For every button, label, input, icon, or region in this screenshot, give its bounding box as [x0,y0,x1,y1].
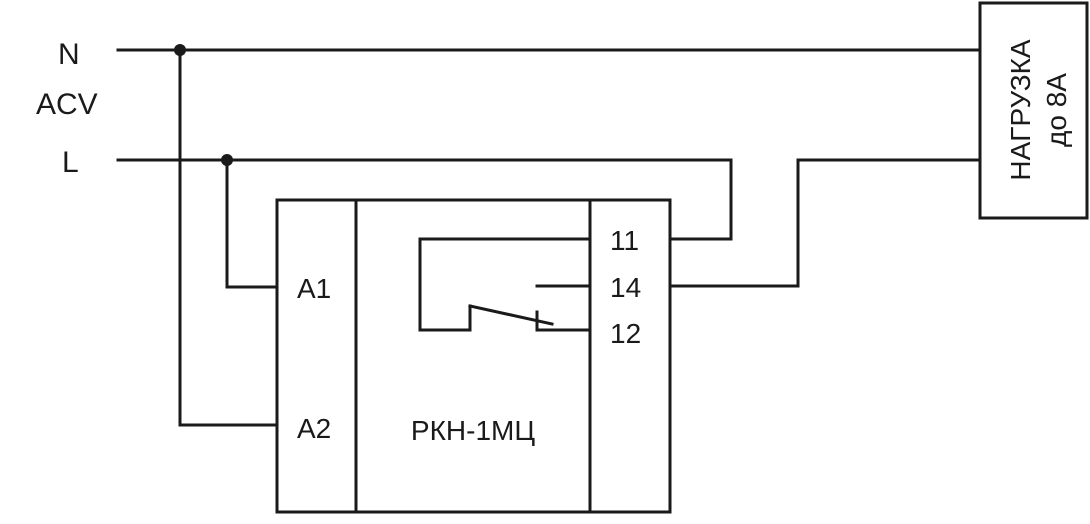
line-junction-dot [221,154,233,166]
contact-12-path [535,310,592,332]
line-to-a1-wire [225,158,279,289]
terminal-11-label: 11 [610,225,639,256]
terminal-a2-label: A2 [297,413,331,444]
contact-14-to-load-wire [668,158,982,288]
line-label: L [62,146,79,179]
acv-label: ACV [36,88,98,121]
neutral-label: N [58,38,80,71]
line-wire [116,158,733,241]
neutral-to-a2-wire [178,48,279,427]
terminal-a1-label: A1 [297,273,331,304]
load-label: НАГРУЗКА [1005,39,1036,181]
terminal-14-label: 14 [610,272,641,303]
load-box [978,1,1089,220]
contact-common-path [418,237,592,332]
load-rating-label: до 8А [1041,73,1072,147]
neutral-junction-dot [174,44,186,56]
terminal-12-label: 12 [610,318,641,349]
relay-model-label: РКН-1МЦ [411,415,535,446]
relay-housing [275,198,672,514]
